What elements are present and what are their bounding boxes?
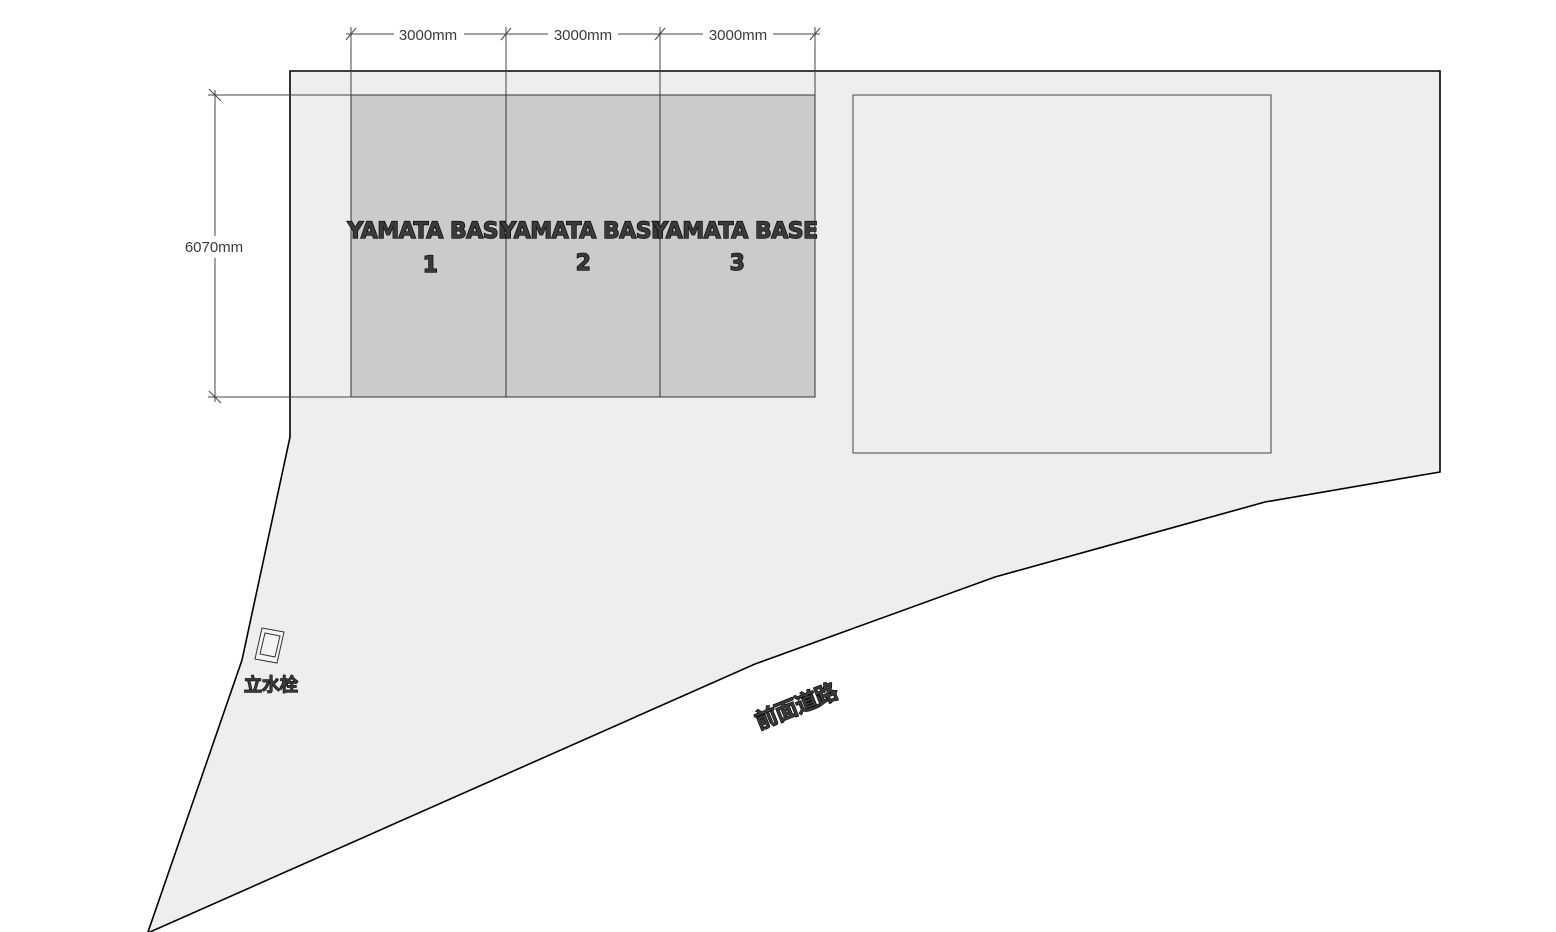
unit-1-number: 1 [423,253,438,278]
unit-1-name: YAMATA BASE [346,219,512,244]
existing-building-outline [852,94,1272,454]
unit-2-number: 2 [576,251,591,276]
width-2-label: 3000mm [554,27,612,44]
unit-2-name: YAMATA BASE [499,219,665,244]
width-3-label: 3000mm [709,27,767,44]
water-faucet-icon [254,627,285,664]
unit-3-number: 3 [730,251,745,276]
water-faucet-label: 立水栓 [244,674,298,696]
storage-unit-2: YAMATA BASE 2 [499,94,667,398]
storage-unit-1: YAMATA BASE 1 [346,94,514,398]
depth-label: 6070mm [185,239,243,256]
unit-3-name: YAMATA BASE [651,219,817,244]
front-road-label: 前面道路 [752,678,843,735]
storage-unit-3: YAMATA BASE 3 [651,94,819,398]
width-1-label: 3000mm [399,27,457,44]
